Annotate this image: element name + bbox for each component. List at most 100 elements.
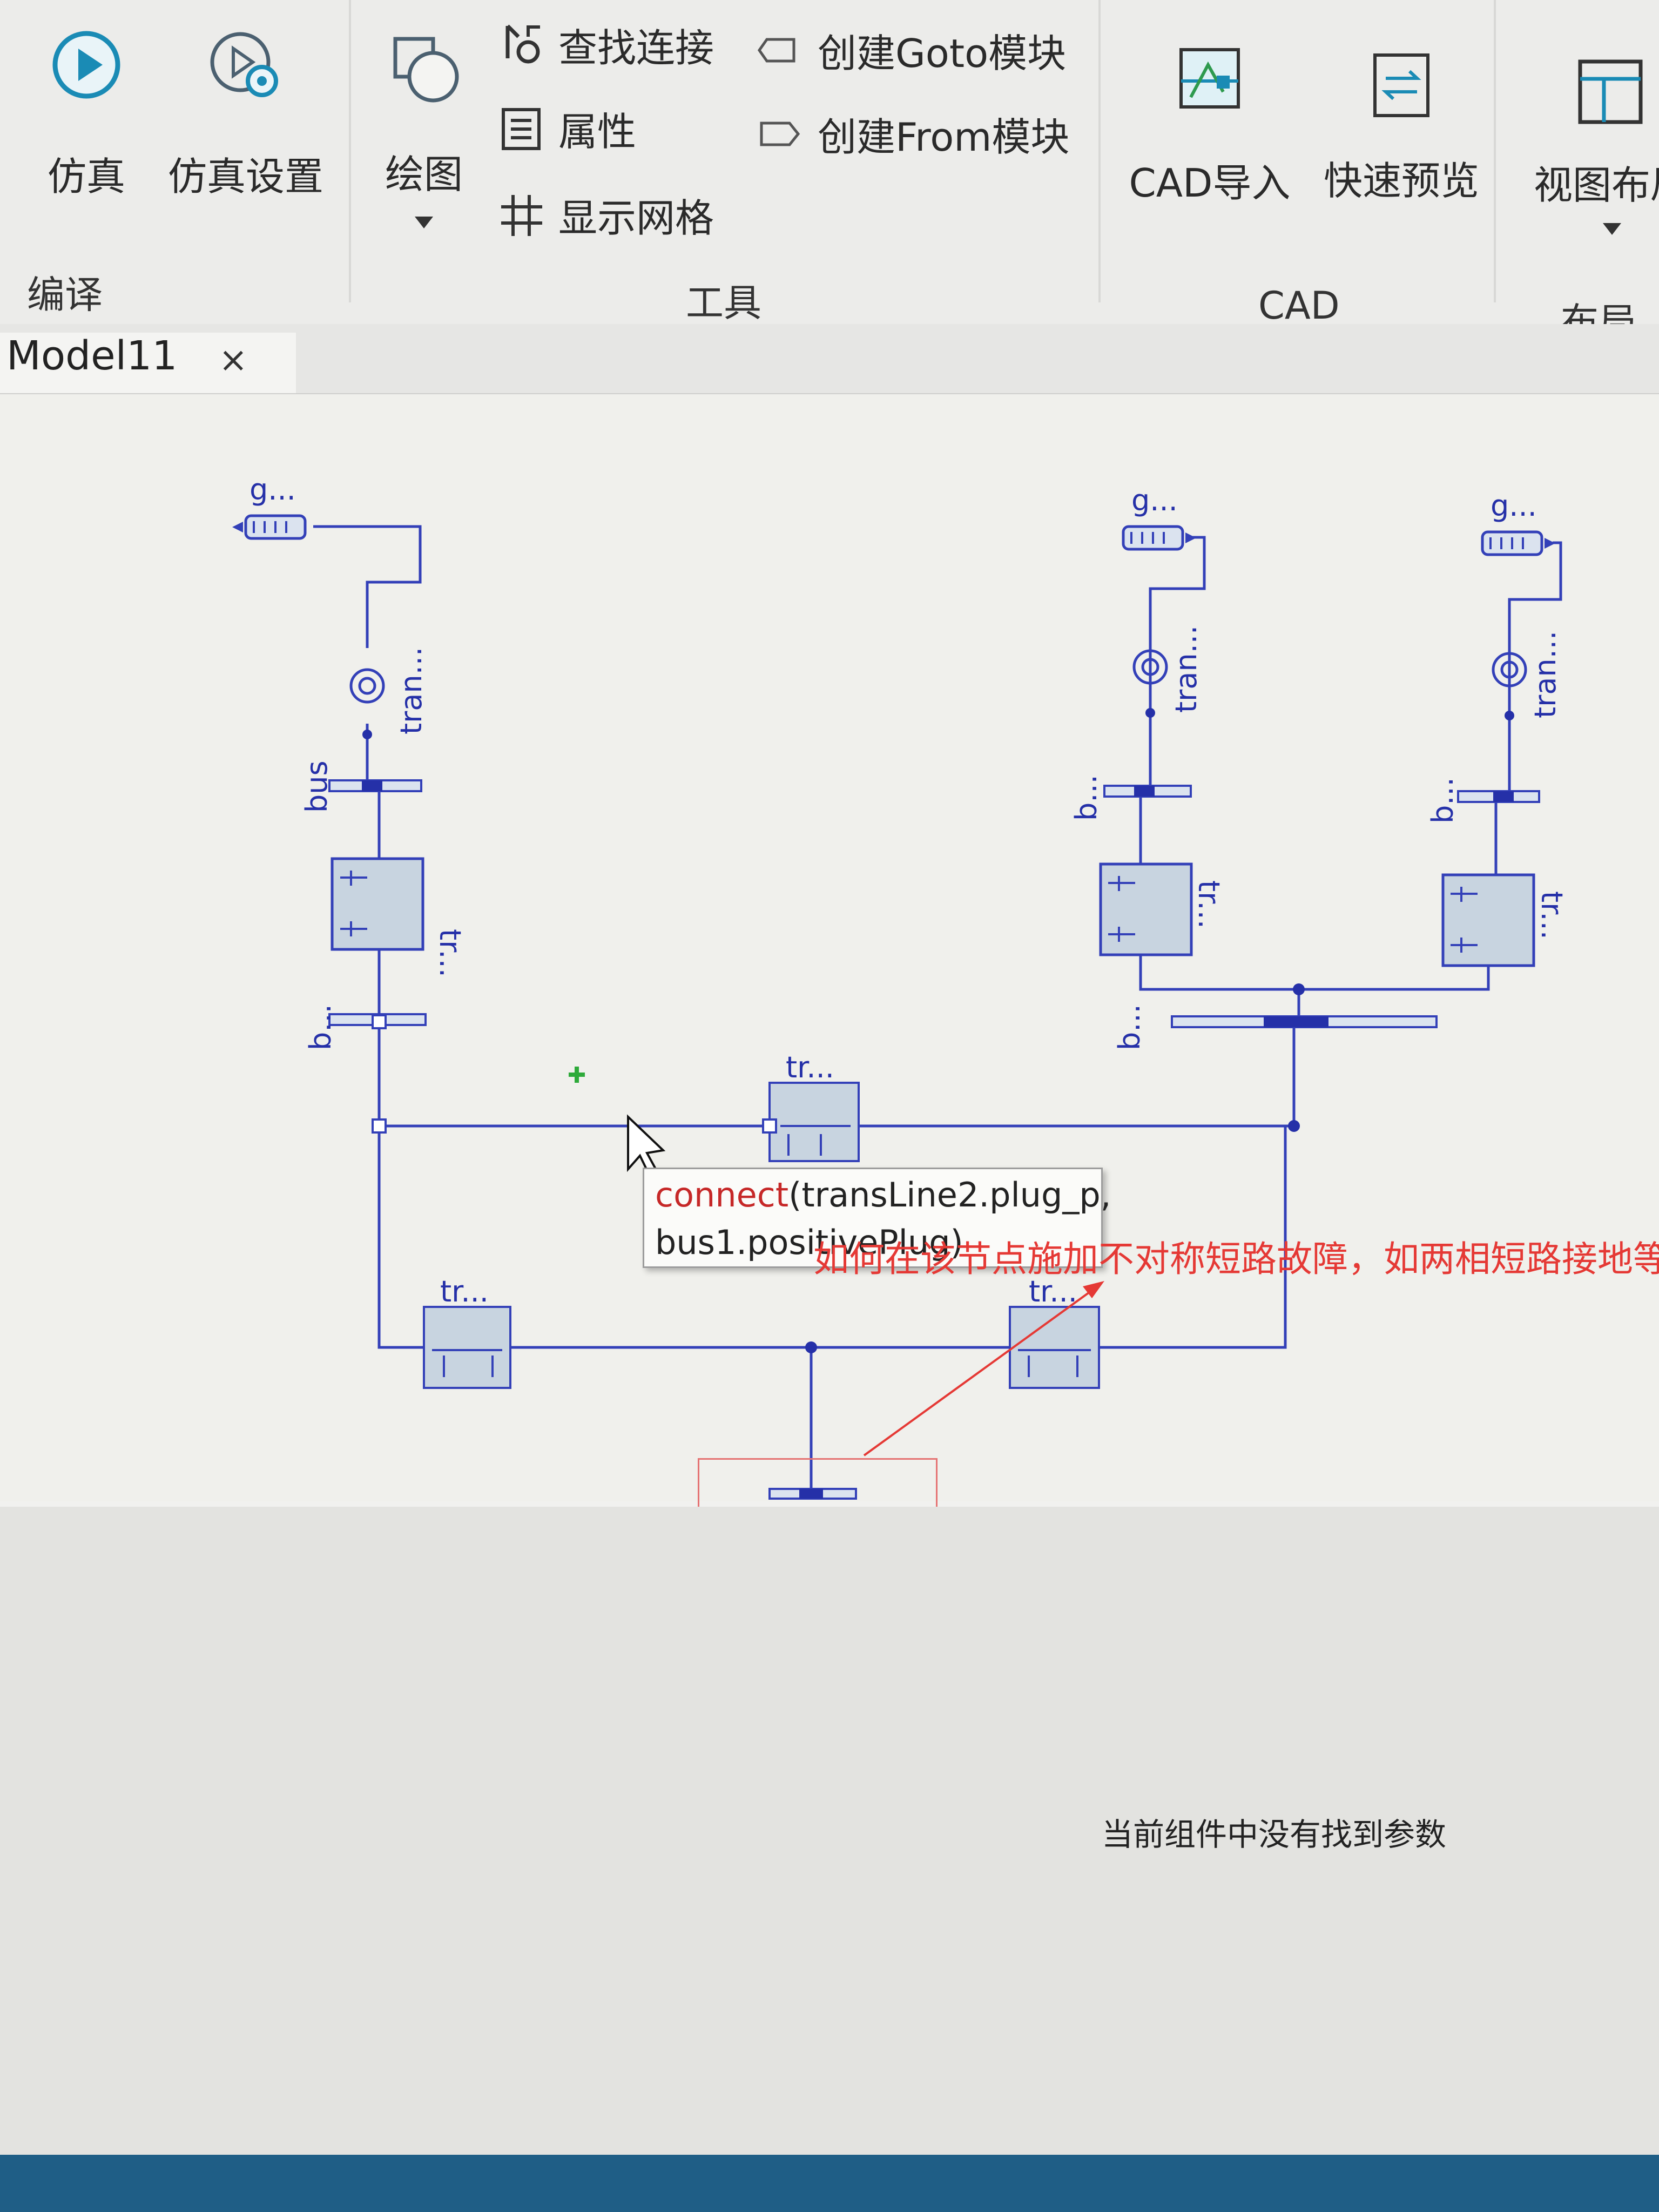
label-bus: bus: [300, 760, 334, 813]
generator-icon[interactable]: [232, 514, 307, 540]
chevron-down-icon[interactable]: [410, 212, 437, 234]
wire: [1099, 1126, 1287, 1349]
find-connection-button[interactable]: 查找连接: [497, 16, 714, 73]
goto-block-icon: [757, 38, 795, 62]
sim-settings-icon: [210, 32, 278, 97]
properties-label: 属性: [558, 109, 637, 154]
wire: [1149, 536, 1206, 713]
label-b3: b...: [1426, 777, 1460, 824]
label-line-right: tr...: [1029, 1274, 1077, 1309]
tab-model11[interactable]: [0, 333, 296, 393]
junctions: [362, 708, 1514, 1353]
view-layout-label: 视图布局: [1534, 163, 1659, 208]
bus-connector: [799, 1489, 823, 1499]
junction-dot: [1145, 708, 1155, 718]
junction-dot: [1293, 983, 1305, 995]
transformer-block[interactable]: [331, 857, 424, 951]
group-label-compile: 编译: [27, 273, 103, 317]
tooltip-keyword: connect: [655, 1175, 789, 1215]
create-goto-button[interactable]: 创建Goto模块: [756, 22, 1066, 78]
draw-button[interactable]: 绘图: [373, 27, 475, 234]
transmission-line-block[interactable]: [1009, 1306, 1100, 1389]
wire: [1139, 953, 1300, 1022]
simulate-label: 仿真: [47, 154, 125, 199]
label-g3: g...: [1491, 489, 1537, 523]
port-square[interactable]: [762, 1118, 777, 1134]
from-block-icon: [760, 122, 800, 146]
ribbon-separator: [1494, 0, 1496, 302]
label-line-top: tr...: [786, 1050, 834, 1084]
port-square[interactable]: [372, 1118, 387, 1134]
bus-connector: [1493, 791, 1514, 802]
bus-connector: [1264, 1016, 1328, 1027]
quick-preview-button[interactable]: 快速预览: [1318, 49, 1485, 206]
label-b1: b...: [304, 1004, 338, 1050]
quick-preview-label: 快速预览: [1323, 158, 1479, 204]
junction-dot: [362, 730, 372, 739]
label-tran2: tran...: [1169, 625, 1203, 713]
label-tran1: tran...: [394, 647, 428, 734]
diagram-svg[interactable]: g... g... g... tr... tr... tr... tran...…: [0, 394, 1659, 1501]
cad-import-label: CAD导入: [1129, 160, 1291, 206]
properties-message: 当前组件中没有找到参数: [1102, 1816, 1447, 1853]
tooltip-args-line2: bus1.positivePlug): [655, 1223, 963, 1262]
create-from-button[interactable]: 创建From模块: [756, 105, 1069, 162]
group-label-cad: CAD: [1258, 284, 1340, 328]
tab-close-icon[interactable]: ×: [219, 340, 248, 380]
create-goto-label: 创建Goto模块: [818, 31, 1067, 76]
arrow-head-icon: [1083, 1281, 1104, 1298]
junction-dot: [805, 1341, 817, 1353]
show-grid-label: 显示网格: [558, 195, 714, 241]
show-grid-button[interactable]: 显示网格: [497, 186, 714, 243]
play-icon: [52, 31, 120, 99]
simulate-button[interactable]: 仿真: [38, 27, 135, 201]
wire: [313, 525, 422, 648]
ribbon-toolbar: 仿真 仿真设置 绘图 查找连接 属性: [0, 0, 1659, 344]
cad-import-button[interactable]: CAD导入: [1126, 43, 1293, 208]
view-layout-icon: [1578, 59, 1643, 124]
generator-icon[interactable]: [1481, 530, 1555, 556]
ribbon-separator: [1098, 0, 1101, 302]
properties-button[interactable]: 属性: [497, 100, 636, 157]
transformer-block[interactable]: [1099, 862, 1193, 956]
current-source-icon[interactable]: [1492, 652, 1527, 687]
properties-icon: [502, 107, 541, 150]
buses: [328, 779, 1540, 1500]
tooltip-args-line1: (transLine2.plug_p,: [788, 1175, 1111, 1215]
label-line-left: tr...: [440, 1274, 489, 1309]
label-tran3: tran...: [1528, 631, 1562, 718]
diagram-canvas[interactable]: g... g... g... tr... tr... tr... tran...…: [0, 394, 1659, 1501]
label-b2: b...: [1069, 774, 1103, 821]
current-source-icon[interactable]: [349, 668, 385, 704]
ribbon-separator: [349, 0, 351, 302]
view-layout-button[interactable]: 视图布局: [1523, 54, 1659, 240]
sim-settings-label: 仿真设置: [167, 154, 323, 199]
cad-import-icon: [1179, 48, 1240, 109]
transmission-line-block[interactable]: [768, 1082, 860, 1162]
chevron-down-icon[interactable]: [1599, 219, 1626, 240]
transmission-line-block[interactable]: [423, 1306, 511, 1389]
properties-panel: [0, 1507, 1659, 2155]
junction-dot: [1288, 1120, 1300, 1132]
current-source-icon[interactable]: [1132, 649, 1168, 685]
connection-tooltip: connect(transLine2.plug_p, bus1.positive…: [643, 1168, 1111, 1268]
generator-icon[interactable]: [1122, 525, 1196, 551]
grid-icon: [501, 194, 542, 236]
label-t1: tr...: [433, 929, 467, 977]
draw-shapes-icon: [393, 37, 459, 103]
ports: [372, 1014, 777, 1134]
taskbar: [0, 2155, 1659, 2212]
add-marker-icon: [569, 1067, 585, 1083]
port-square[interactable]: [372, 1014, 387, 1029]
sim-settings-button[interactable]: 仿真设置: [167, 27, 324, 201]
wires: [313, 525, 1562, 1493]
quick-preview-icon: [1373, 53, 1429, 117]
annotation-text: 如何在该节点施加不对称短路故障，如两相短路接地等: [813, 1238, 1659, 1280]
bus-connector: [362, 780, 382, 791]
find-connection-icon: [505, 24, 540, 63]
junction-dot: [1505, 711, 1514, 720]
annotation-arrow: [863, 1284, 1100, 1456]
transformer-block[interactable]: [1441, 873, 1535, 967]
bus-connectors: [362, 780, 1514, 1499]
label-t2: tr...: [1192, 880, 1226, 929]
